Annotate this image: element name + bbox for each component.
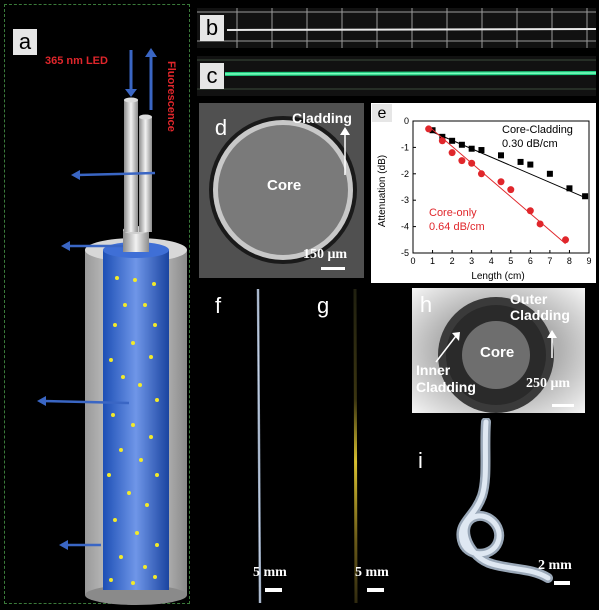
legend-core-only-rate: 0.64 dB/cm (429, 221, 485, 233)
cladding-label: Cladding (292, 110, 352, 126)
panel-g: g 5 mm (303, 285, 403, 605)
panel-label-f: f (215, 293, 222, 318)
led-label: 365 nm LED (45, 55, 108, 67)
y-tick-label: -2 (401, 169, 409, 179)
panel-d: d Core Cladding 150 μm (199, 103, 364, 278)
legend-core-cladding-rate: 0.30 dB/cm (502, 138, 558, 150)
data-point-circle (507, 186, 515, 194)
data-point-square (527, 161, 534, 168)
x-tick-label: 2 (450, 256, 455, 266)
core-label: Core (267, 177, 302, 194)
panel-label-c: c (200, 63, 224, 89)
panel-label-i: i (418, 448, 423, 473)
data-point-circle (438, 137, 446, 145)
outer-cladding-label-line1: Outer (510, 291, 548, 307)
x-tick-label: 3 (469, 256, 474, 266)
data-point-square (458, 141, 465, 148)
attenuation-chart: e Attenuation (dB) Length (cm) Core-Clad… (372, 104, 592, 282)
fiber-photo-g (353, 288, 358, 604)
fiber-schematic (37, 48, 187, 605)
panel-label-e-bg (372, 104, 392, 122)
data-point-circle (477, 170, 485, 178)
data-point-circle (425, 125, 433, 133)
x-tick-label: 4 (489, 256, 494, 266)
knotted-fiber-photo (456, 418, 553, 583)
legend-core-cladding: Core-Cladding (502, 124, 573, 136)
data-point-circle (562, 236, 570, 244)
h-arrows (435, 330, 557, 363)
scale-bar-d (321, 267, 345, 270)
scale-label-d: 150 μm (303, 247, 348, 262)
scale-label-f: 5 mm (253, 565, 287, 580)
y-tick-label: -1 (401, 142, 409, 152)
x-tick-label: 8 (567, 256, 572, 266)
data-point-square (582, 193, 589, 200)
scale-label-g: 5 mm (355, 565, 389, 580)
legend-core-only: Core-only (429, 207, 477, 219)
panel-b: b (197, 8, 596, 48)
y-tick-label: 0 (404, 116, 409, 126)
panel-label-a: a (13, 29, 37, 55)
data-point-circle (458, 157, 466, 165)
fiber-glow-photo (197, 59, 596, 90)
scale-label-i: 2 mm (538, 558, 572, 573)
x-tick-label: 7 (547, 256, 552, 266)
x-axis-label: Length (cm) (471, 271, 524, 282)
data-point-square (546, 170, 553, 177)
data-point-square (517, 158, 524, 165)
cross-section-micrograph-h (412, 288, 585, 413)
core-label-h: Core (480, 344, 515, 361)
panel-a: a (4, 4, 190, 605)
x-tick-label: 0 (410, 256, 415, 266)
y-tick-label: -5 (401, 248, 409, 258)
data-point-square (478, 147, 485, 154)
y-tick-label: -3 (401, 195, 409, 205)
plot-frame (412, 120, 590, 254)
data-point-circle (526, 207, 534, 215)
y-tick-label: -4 (401, 222, 409, 232)
data-point-square (449, 137, 456, 144)
panel-h: h Core Outer Cladding Inner Cladding 250… (412, 288, 585, 413)
panel-f: f 5 mm (199, 285, 299, 605)
data-point-circle (536, 220, 544, 228)
outer-cladding-label-line2: Cladding (510, 307, 570, 323)
panel-c: c (197, 56, 596, 96)
data-point-square (566, 185, 573, 192)
fiber-grid-photo (197, 8, 596, 48)
cross-section-micrograph (209, 116, 357, 264)
data-point-square (498, 152, 504, 159)
scale-bar-f (265, 588, 282, 592)
panel-label-d: d (214, 115, 228, 140)
scale-label-h: 250 μm (526, 376, 571, 391)
panel-e: e Attenuation (dB) Length (cm) Core-Clad… (371, 103, 596, 283)
fluorescence-label: Fluorescence (165, 61, 177, 132)
panel-label-g: g (317, 293, 330, 318)
x-tick-label: 5 (508, 256, 513, 266)
x-tick-label: 6 (528, 256, 533, 266)
fiber-photo-f (256, 288, 262, 604)
panel-i: i 2 mm (412, 418, 595, 605)
panel-label-e: e (378, 105, 387, 122)
cladding-arrow (340, 127, 350, 175)
panel-label-h: h (419, 292, 433, 317)
data-point-square (439, 133, 446, 140)
x-tick-label: 1 (430, 256, 435, 266)
data-point-circle (497, 178, 505, 186)
x-tick-label: 9 (586, 256, 591, 266)
y-axis-label: Attenuation (dB) (377, 155, 388, 227)
data-point-circle (468, 159, 476, 167)
scale-bar-h (552, 404, 574, 407)
inner-cladding-label-line1: Inner (416, 362, 451, 378)
scale-bar-g (367, 588, 384, 592)
panel-label-b: b (200, 15, 224, 41)
inner-cladding-label-line2: Cladding (416, 379, 476, 395)
scale-bar-i (554, 581, 570, 585)
data-point-square (468, 145, 475, 152)
data-point-circle (448, 149, 456, 157)
